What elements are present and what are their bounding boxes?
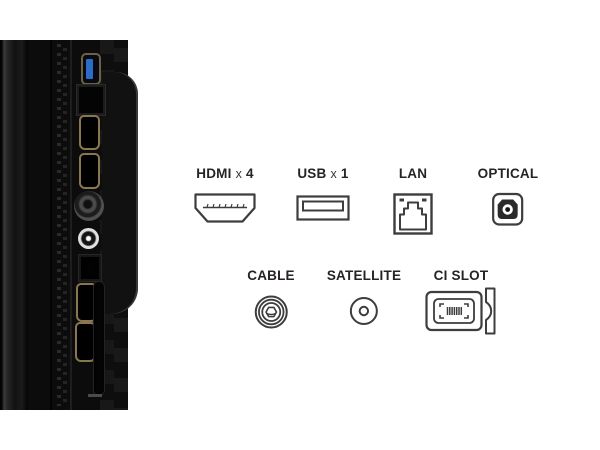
usb-connector-icon	[296, 195, 350, 221]
usb-blue-tongue	[86, 59, 93, 79]
legend-cable-label: CABLE	[247, 268, 295, 283]
legend-satellite: SATELLITE	[327, 268, 401, 326]
ci-slot-photo	[94, 282, 104, 395]
tv-bezel-edge	[0, 40, 28, 410]
legend-satellite-label: SATELLITE	[326, 268, 402, 283]
legend-cable: CABLE	[247, 268, 295, 330]
legend-ci-slot: CI SLOT	[425, 268, 497, 335]
base-highlight	[88, 394, 102, 397]
satellite-coax-icon	[349, 297, 378, 325]
legend-lan: LAN	[393, 166, 433, 235]
lan-port-photo	[77, 85, 105, 115]
hdmi-port-photo-2	[79, 153, 100, 189]
legend-lan-label: LAN	[398, 166, 428, 181]
cable-coax-icon	[254, 295, 288, 329]
hdmi-connector-icon	[194, 193, 256, 223]
legend-optical: OPTICAL	[478, 166, 539, 226]
cable-coax-port-photo	[74, 191, 104, 221]
tv-back-bulge	[102, 72, 138, 314]
panel-seam	[50, 40, 52, 410]
lan-rj45-icon	[393, 193, 433, 235]
satellite-coax-port-photo	[78, 228, 99, 249]
panel-seam	[70, 40, 72, 410]
vent-dots	[63, 48, 67, 404]
hdmi-port-photo-4	[75, 322, 96, 362]
optical-toslink-icon	[492, 192, 524, 226]
usb-port-photo	[81, 53, 101, 85]
ci-card-slot-icon	[425, 287, 496, 335]
tv-side-panel-photo	[0, 40, 138, 410]
legend-optical-label: OPTICAL	[477, 166, 539, 181]
legend-ci-slot-label: CI SLOT	[433, 268, 489, 283]
vent-dots	[57, 44, 61, 406]
optical-port-photo	[79, 255, 101, 281]
hdmi-port-photo-1	[79, 115, 100, 150]
